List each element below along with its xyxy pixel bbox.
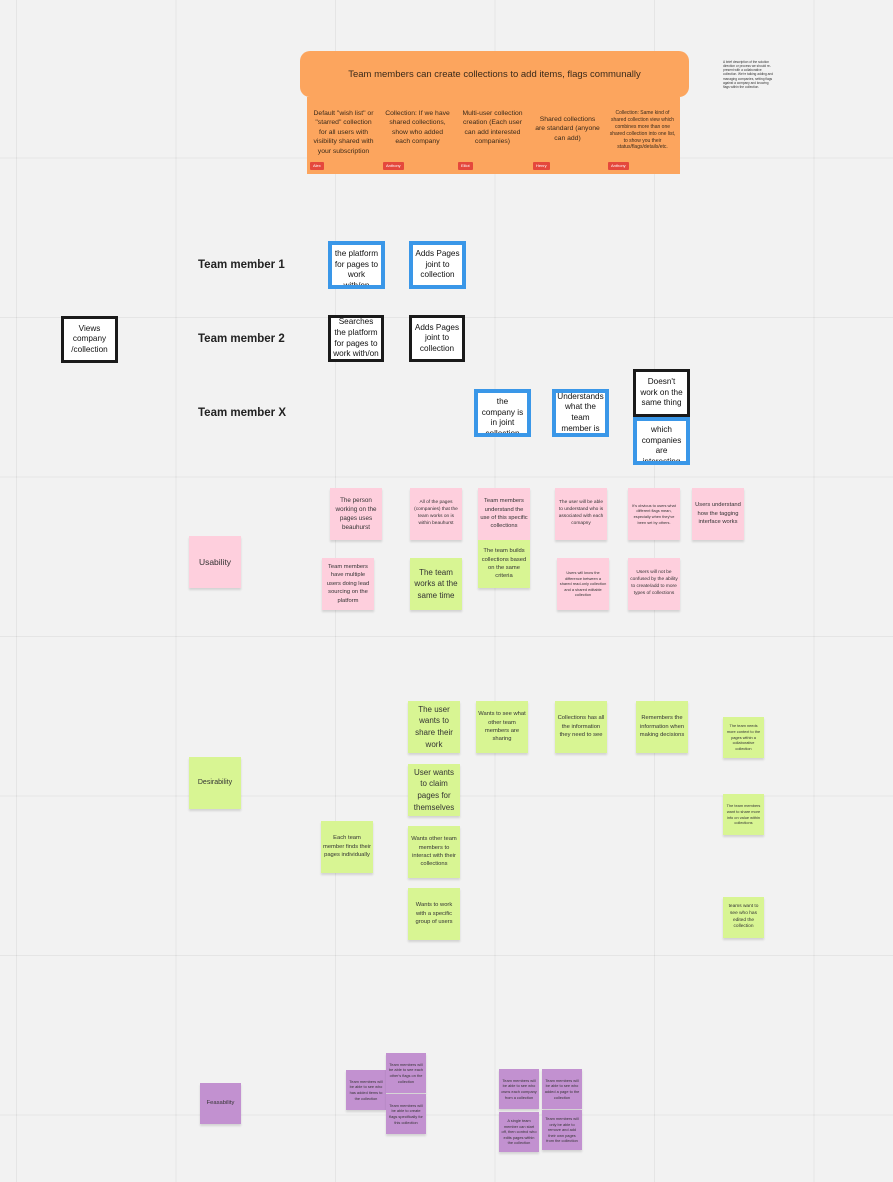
top-note-text: Default "wish list" or "starred" collect… <box>313 110 374 155</box>
usability-note[interactable]: The team builds collections based on the… <box>478 540 530 588</box>
x-doesnt-box[interactable]: Doesn't work on the same thing <box>633 369 690 417</box>
top-note-3[interactable]: Multi-user collection creation (Each use… <box>455 97 530 174</box>
m2-search-box[interactable]: Searches the platform for pages to work … <box>328 315 384 362</box>
lane-label-member-2: Team member 2 <box>198 333 285 345</box>
desirability-note[interactable]: The team needs more context to the pages… <box>723 717 764 758</box>
desirability-note[interactable]: Each team member finds their pages indiv… <box>321 821 373 873</box>
x-knows-box[interactable]: Knows which companies are interesting <box>633 417 690 465</box>
lane-label-member-1: Team member 1 <box>198 259 285 271</box>
hypothesis-banner[interactable]: Team members can create collections to a… <box>300 51 689 97</box>
top-note-1[interactable]: Default "wish list" or "starred" collect… <box>307 97 380 174</box>
feasability-note[interactable]: Team members will be able to see who add… <box>542 1069 582 1109</box>
desirability-note[interactable]: The user wants to share their work <box>408 701 460 753</box>
usability-note[interactable]: The person working on the pages uses bea… <box>330 488 382 540</box>
m1-search-box[interactable]: Searches the platform for pages to work … <box>328 241 385 289</box>
feasability-note[interactable]: Team members will be able to see who has… <box>346 1070 386 1110</box>
desirability-note[interactable]: Wants to see what other team members are… <box>476 701 528 753</box>
lane-label-member-x: Team member X <box>198 407 286 419</box>
desirability-note[interactable]: The team members want to share more info… <box>723 794 764 835</box>
top-note-text: Shared collections are standard (anyone … <box>535 116 600 142</box>
desirability-note[interactable]: teams want to see who has edited the col… <box>723 897 764 938</box>
usability-note[interactable]: Users will know the difference between a… <box>557 558 609 610</box>
usability-note[interactable]: All of the pages (companies) that the te… <box>410 488 462 540</box>
author-tag: Elliot <box>458 162 473 170</box>
top-note-2[interactable]: Collection: If we have shared collection… <box>380 97 455 174</box>
views-company-box[interactable]: Views company /collection <box>61 316 118 363</box>
author-tag: Alex <box>310 162 324 170</box>
usability-note[interactable]: The user will be able to understand who … <box>555 488 607 540</box>
x-sees-box[interactable]: Sees that the company is in joint collec… <box>474 389 531 437</box>
usability-note[interactable]: Team members understand the use of this … <box>478 488 530 540</box>
top-note-text: Collection: Same kind of shared collecti… <box>609 110 676 151</box>
top-note-4[interactable]: Shared collections are standard (anyone … <box>530 97 605 174</box>
category-desirability[interactable]: Desirability <box>189 757 241 809</box>
feasability-note[interactable]: Team members will be able to see who own… <box>499 1069 539 1109</box>
usability-note[interactable]: The team works at the same time <box>410 558 462 610</box>
top-note-text: Collection: If we have shared collection… <box>385 110 450 146</box>
feasability-note[interactable]: A single team member can start off, then… <box>499 1112 539 1152</box>
usability-note[interactable]: Team members have multiple users doing l… <box>322 558 374 610</box>
feasability-note[interactable]: Team members will be able to see each ot… <box>386 1053 426 1093</box>
desirability-note[interactable]: Remembers the information when making de… <box>636 701 688 753</box>
m2-add-box[interactable]: Adds Pages joint to collection <box>409 315 465 362</box>
author-tag: Henry <box>533 162 550 170</box>
description-note[interactable]: A brief description of the solution dire… <box>723 60 773 89</box>
usability-note[interactable]: Users understand how the tagging interfa… <box>692 488 744 540</box>
desirability-note[interactable]: User wants to claim pages for themselves <box>408 764 460 816</box>
feasability-note[interactable]: Team members will be able to create flag… <box>386 1094 426 1134</box>
feasability-note[interactable]: Team members will only be able to remove… <box>542 1110 582 1150</box>
desirability-note[interactable]: Wants other team members to interact wit… <box>408 826 460 878</box>
author-tag: Anthony <box>608 162 629 170</box>
usability-note[interactable]: It's obvious to users what different fla… <box>628 488 680 540</box>
category-usability[interactable]: Usability <box>189 536 241 588</box>
desirability-note[interactable]: Collections has all the information they… <box>555 701 607 753</box>
category-feasability[interactable]: Feasability <box>200 1083 241 1124</box>
desirability-note[interactable]: Wants to work with a specific group of u… <box>408 888 460 940</box>
author-tag: Anthony <box>383 162 404 170</box>
usability-note[interactable]: Users will not be confused by the abilit… <box>628 558 680 610</box>
m1-add-box[interactable]: Adds Pages joint to collection <box>409 241 466 289</box>
x-understands-box[interactable]: Understands what the team member is <box>552 389 609 437</box>
top-note-text: Multi-user collection creation (Each use… <box>462 110 523 146</box>
top-note-5[interactable]: Collection: Same kind of shared collecti… <box>605 97 680 174</box>
